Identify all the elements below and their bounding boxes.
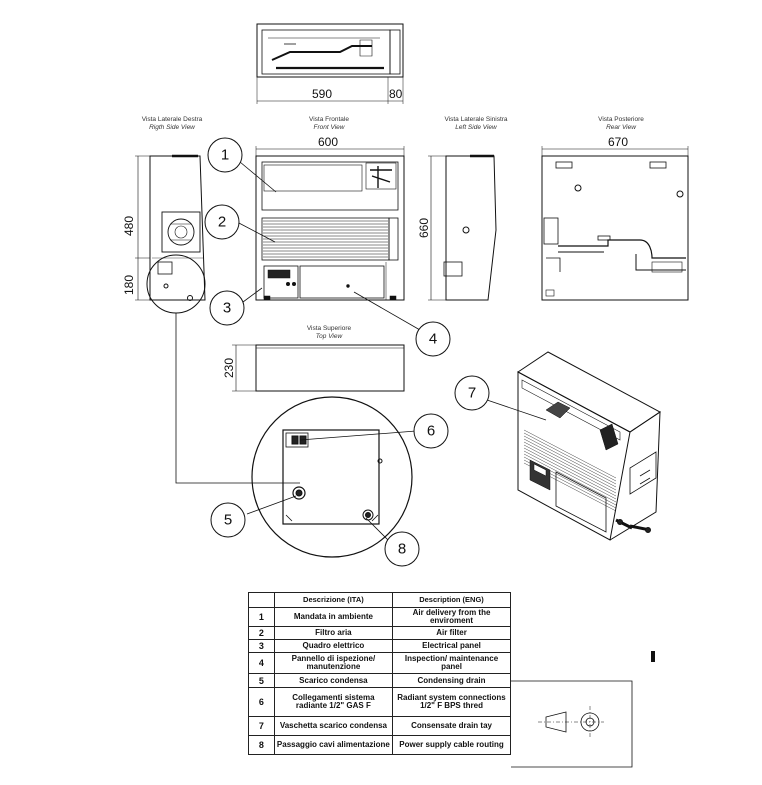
front-view-title: Vista Frontale xyxy=(309,116,349,123)
legend-row-ita: Collegamenti sistema radiante 1/2" GAS F xyxy=(273,687,394,717)
callout-8: 8 xyxy=(384,531,420,567)
dim-top-width: 590 xyxy=(312,87,332,101)
legend-row-ita: Filtro aria xyxy=(273,626,394,640)
legend-row: 8 Passaggio cavi alimentazione Power sup… xyxy=(248,735,511,755)
legend-row-eng: Radiant system connections 1/2" F BPS th… xyxy=(392,687,511,717)
legend-header-num xyxy=(248,592,275,608)
dim-height-lower: 180 xyxy=(122,275,136,295)
detail-view xyxy=(146,254,413,558)
legend-row-eng: Air filter xyxy=(392,626,511,640)
legend-row: 2 Filtro aria Air filter xyxy=(248,626,511,640)
legend-row-eng: Air delivery from the enviroment xyxy=(392,607,511,627)
left-side-view-title: Vista Laterale Sinistra xyxy=(444,116,507,123)
callout-8-label: 8 xyxy=(398,541,406,558)
dim-top-depth-view: 230 xyxy=(222,358,236,378)
top-view xyxy=(232,344,405,392)
callout-2-label: 2 xyxy=(218,214,226,231)
legend-row: 6 Collegamenti sistema radiante 1/2" GAS… xyxy=(248,687,511,717)
legend-row-eng: Condensing drain xyxy=(392,673,511,688)
front-view-subtitle: Front View xyxy=(314,124,346,131)
legend-row-eng: Inspection/ maintenance panel xyxy=(392,652,511,674)
right-side-view-subtitle: Rigth Side View xyxy=(149,124,196,131)
dim-top-depth: 80 xyxy=(389,87,403,101)
projection-symbol-icon xyxy=(538,706,604,738)
isometric-view xyxy=(517,351,661,541)
legend-row-ita: Quadro elettrico xyxy=(273,639,394,653)
legend-row-num: 5 xyxy=(248,673,275,688)
callout-1: 1 xyxy=(207,137,243,173)
legend-row-num: 4 xyxy=(248,652,275,674)
legend-row-ita: Mandata in ambiente xyxy=(273,607,394,627)
callout-7: 7 xyxy=(454,375,490,411)
legend-header-row: Descrizione (ITA) Description (ENG) xyxy=(248,592,511,608)
top-plan-view xyxy=(256,23,404,104)
callout-6: 6 xyxy=(413,413,449,449)
callout-3: 3 xyxy=(209,290,245,326)
legend-row: 1 Mandata in ambiente Air delivery from … xyxy=(248,607,511,627)
legend-row-ita: Vaschetta scarico condensa xyxy=(273,716,394,736)
callout-5: 5 xyxy=(210,502,246,538)
callout-2: 2 xyxy=(204,204,240,240)
right-side-view-title: Vista Laterale Destra xyxy=(142,116,203,123)
legend-row: 4 Pannello di ispezione/ manutenzione In… xyxy=(248,652,511,674)
top-view-title: Vista Superiore xyxy=(307,325,352,332)
legend-row-eng: Consensate drain tay xyxy=(392,716,511,736)
front-view xyxy=(255,146,405,301)
callout-5-label: 5 xyxy=(224,512,232,529)
legend-row-num: 3 xyxy=(248,639,275,653)
rear-view xyxy=(541,146,689,301)
callout-1-label: 1 xyxy=(221,147,229,164)
legend-row-num: 6 xyxy=(248,687,275,717)
legend-row-num: 7 xyxy=(248,716,275,736)
callout-3-label: 3 xyxy=(223,300,231,317)
callout-4-label: 4 xyxy=(429,331,437,348)
legend-row-num: 2 xyxy=(248,626,275,640)
legend-row-ita: Passaggio cavi alimentazione xyxy=(273,735,394,755)
legend-row-num: 8 xyxy=(248,735,275,755)
dim-rear-width: 670 xyxy=(608,135,628,149)
dim-height-upper: 480 xyxy=(122,216,136,236)
callout-leaders xyxy=(236,161,547,543)
callout-4: 4 xyxy=(415,321,451,357)
legend-row: 7 Vaschetta scarico condensa Consensate … xyxy=(248,716,511,736)
top-view-subtitle: Top View xyxy=(316,333,344,340)
rear-view-title: Vista Posteriore xyxy=(598,116,644,123)
left-side-view-subtitle: Left Side View xyxy=(455,124,498,131)
title-block xyxy=(511,680,633,768)
legend-row: 3 Quadro elettrico Electrical panel xyxy=(248,639,511,653)
dim-left-height: 660 xyxy=(417,218,431,238)
mark-icon xyxy=(651,651,655,662)
dim-front-width: 600 xyxy=(318,135,338,149)
rear-view-subtitle: Rear View xyxy=(606,124,637,131)
legend-row-eng: Power supply cable routing xyxy=(392,735,511,755)
right-side-view xyxy=(135,154,206,301)
legend-table: Descrizione (ITA) Description (ENG) 1 Ma… xyxy=(248,592,511,755)
legend-row-ita: Scarico condensa xyxy=(273,673,394,688)
legend-row: 5 Scarico condensa Condensing drain xyxy=(248,673,511,688)
legend-row-ita: Pannello di ispezione/ manutenzione xyxy=(273,652,394,674)
legend-header-eng: Description (ENG) xyxy=(392,592,511,608)
callout-6-label: 6 xyxy=(427,423,435,440)
left-side-view xyxy=(428,154,497,301)
callout-7-label: 7 xyxy=(468,385,476,402)
legend-header-ita: Descrizione (ITA) xyxy=(273,592,394,608)
legend-row-num: 1 xyxy=(248,607,275,627)
legend-row-eng: Electrical panel xyxy=(392,639,511,653)
